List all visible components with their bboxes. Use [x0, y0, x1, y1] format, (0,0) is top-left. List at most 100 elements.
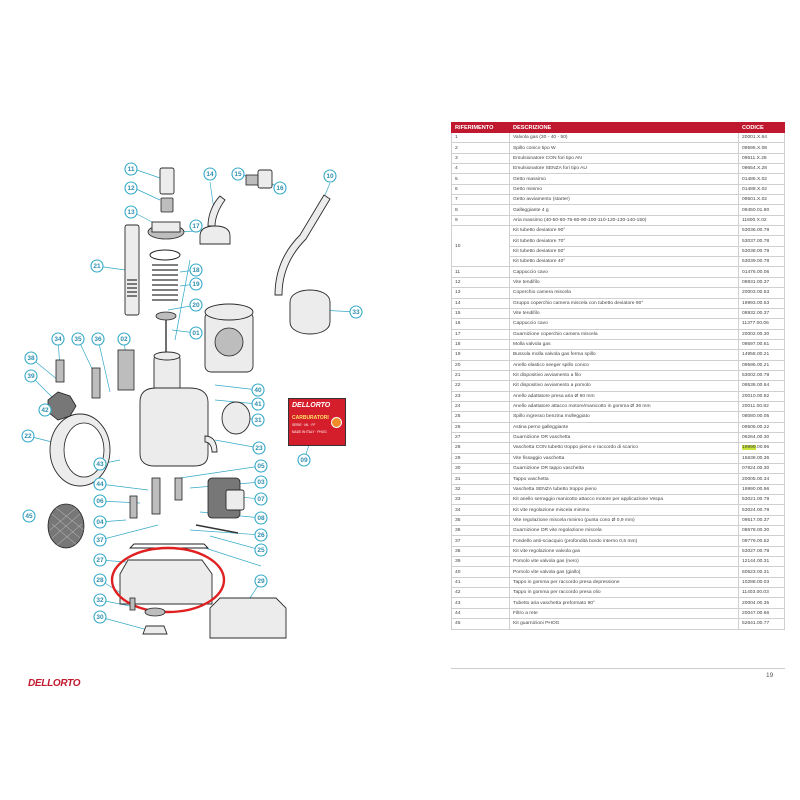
cell-description: Pomolo vite valvola gas (giallo): [509, 566, 739, 578]
callout-06: 06: [93, 494, 107, 508]
cell-code: 15638.00.36: [738, 452, 785, 465]
cell-description: Kit dispositivo avviamento a pomolo: [509, 380, 739, 392]
seal-icon: [331, 417, 342, 428]
cell-ref: 45: [451, 618, 510, 630]
cell-ref: 22: [451, 380, 510, 392]
callout-38: 38: [24, 351, 38, 365]
callout-18: 18: [189, 263, 203, 277]
svg-text:40: 40: [254, 387, 262, 394]
cell-code: 10288.00.03: [738, 576, 785, 589]
cell-code: 20003.00.53: [738, 287, 785, 299]
callout-20: 20: [189, 298, 203, 312]
callout-37: 37: [93, 533, 107, 547]
cell-code: 09517.00.37: [738, 514, 785, 527]
cell-code: 20004.00.35: [738, 597, 785, 609]
cell-description: Guarnizione OR tappo vaschetta: [509, 462, 739, 475]
callout-17: 17: [189, 219, 203, 233]
cell-ref: 34: [451, 504, 510, 516]
callout-14: 14: [203, 167, 217, 181]
cell-code: 08931.00.37: [738, 276, 785, 289]
cell-description: Tappo in gomma per raccordo presa depres…: [509, 576, 739, 589]
callout-04: 04: [93, 515, 107, 529]
brand-logo: DELLORTO: [28, 678, 81, 689]
callout-01: 01: [189, 326, 203, 340]
cell-code: 07824.00.30: [738, 462, 785, 475]
cell-code: 09597.00.61: [738, 338, 785, 351]
svg-text:34: 34: [54, 336, 62, 343]
cell-ref: 43: [451, 597, 510, 609]
cell-code: 53038.00.78: [738, 245, 785, 258]
svg-text:06: 06: [96, 498, 104, 505]
svg-text:43: 43: [96, 461, 104, 468]
cell-ref: 44: [451, 607, 510, 620]
product-sticker: DELLORTO CARBURATORI SERIE · ML · FF MAD…: [288, 398, 346, 446]
cell-ref: 28: [451, 442, 510, 454]
cell-code: 53021.00.78: [738, 494, 785, 506]
cell-description: Vite tendifilo: [509, 276, 739, 289]
cell-description: Coperchio camera miscela: [509, 287, 739, 299]
cell-ref: 32: [451, 483, 510, 496]
svg-text:45: 45: [25, 513, 33, 520]
callout-33: 33: [349, 305, 363, 319]
cell-code: 08080.00.05: [738, 411, 785, 423]
cell-description: Getto avviamento (starter): [509, 194, 739, 206]
svg-text:05: 05: [257, 463, 265, 470]
cell-ref: 9: [451, 214, 510, 227]
callout-15: 15: [231, 167, 245, 181]
svg-text:30: 30: [96, 614, 104, 621]
callout-39: 39: [24, 369, 38, 383]
cell-code: 53024.00.78: [738, 504, 785, 516]
cell-description: Galleggiante 4 g: [509, 204, 739, 216]
svg-text:14: 14: [206, 171, 214, 178]
callout-31: 31: [251, 413, 265, 427]
cell-ref: 30: [451, 462, 510, 475]
svg-text:28: 28: [96, 577, 104, 584]
cell-code: 20005.00.34: [738, 473, 785, 485]
cell-ref: 17: [451, 328, 510, 340]
svg-text:20: 20: [192, 302, 200, 309]
callout-28: 28: [93, 573, 107, 587]
callout-13: 13: [124, 205, 138, 219]
cell-description: Kit anello serraggio manicotto attacco m…: [509, 494, 739, 506]
cell-description: Cappuccio cavo: [509, 266, 739, 278]
cell-description: Kit tubetto deviatore 90°: [509, 225, 739, 237]
cell-code: 09538.00.64: [738, 380, 785, 392]
cell-description: Spillo conico tipo W: [509, 142, 739, 154]
cell-description: Anello elastico seeger spillo conico: [509, 359, 739, 371]
svg-text:27: 27: [96, 557, 104, 564]
callout-03: 03: [254, 475, 268, 489]
callout-10: 10: [323, 169, 337, 183]
cell-description: Kit tubetto deviatore 50°: [509, 245, 739, 258]
footer-divider: [451, 668, 785, 669]
svg-text:19: 19: [192, 281, 200, 288]
callout-22: 22: [21, 429, 35, 443]
cell-code: 19990.00.96: [738, 483, 785, 496]
callout-35: 35: [71, 332, 85, 346]
cell-ref: 16: [451, 318, 510, 330]
cell-description: Vaschetta CON tubetto troppo pieno e rac…: [509, 442, 739, 454]
cell-ref: 3: [451, 152, 510, 165]
exploded-diagram: 1112131415161017182119200133343536380239…: [21, 162, 363, 639]
cell-code: 20047.00.66: [738, 607, 785, 620]
